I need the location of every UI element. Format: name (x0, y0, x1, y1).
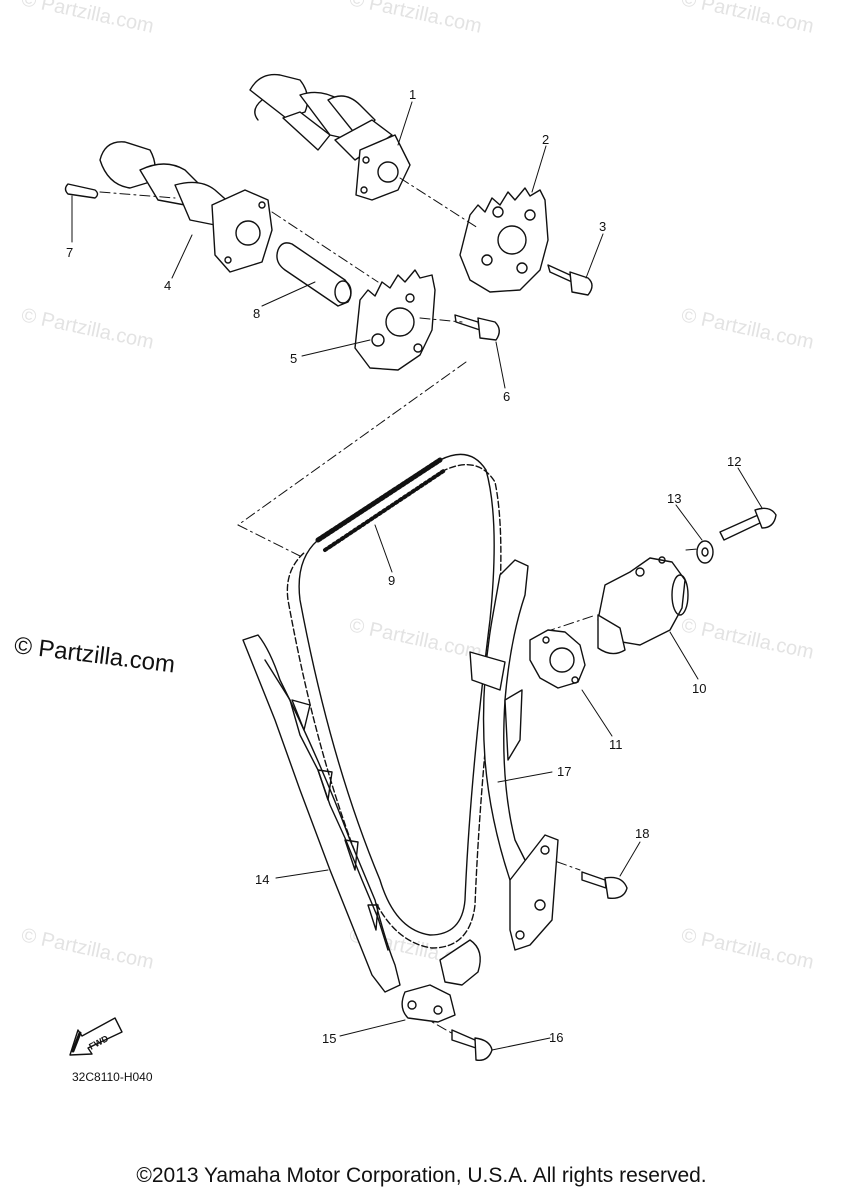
callout-14: 14 (255, 872, 270, 887)
callout-1: 1 (409, 87, 417, 102)
sprocket-upper (459, 187, 549, 293)
callout-3: 3 (599, 219, 607, 234)
callout-11: 11 (609, 737, 623, 752)
bolt-bottom (451, 1029, 493, 1061)
callout-18: 18 (635, 826, 650, 841)
chain-guide-left (242, 634, 401, 993)
chain-tensioner (597, 556, 689, 655)
cam-chain (286, 453, 502, 949)
bolt-upper (547, 264, 593, 296)
diagram-code: 32C8110-H040 (72, 1070, 153, 1084)
callout-6: 6 (503, 389, 511, 404)
sprocket-lower (354, 269, 436, 371)
callout-15: 15 (322, 1031, 337, 1046)
callout-7: 7 (66, 245, 74, 260)
callout-17: 17 (557, 764, 572, 779)
callout-9: 9 (388, 573, 396, 588)
camshaft-upper (249, 73, 411, 201)
fwd-arrow-icon (69, 1017, 123, 1056)
callout-8: 8 (253, 306, 261, 321)
pin-shaft (276, 242, 352, 307)
washer (696, 540, 714, 564)
dowel-pin (64, 183, 99, 199)
bolt-lower (454, 314, 500, 341)
copyright-notice: ©2013 Yamaha Motor Corporation, U.S.A. A… (136, 1164, 707, 1187)
guide-bracket (401, 939, 481, 1023)
callout-4: 4 (164, 278, 172, 293)
tensioner-gasket (529, 629, 586, 689)
callout-5: 5 (290, 351, 298, 366)
tensioner-bolt (719, 507, 777, 541)
callout-16: 16 (549, 1030, 564, 1045)
tensioner-guide-right (469, 559, 559, 951)
camshaft-lower (99, 141, 273, 273)
callout-10: 10 (692, 681, 707, 696)
bolt-tensioner-guide (581, 871, 628, 899)
callout-2: 2 (542, 132, 550, 147)
callout-13: 13 (667, 491, 682, 506)
callout-12: 12 (727, 454, 742, 469)
